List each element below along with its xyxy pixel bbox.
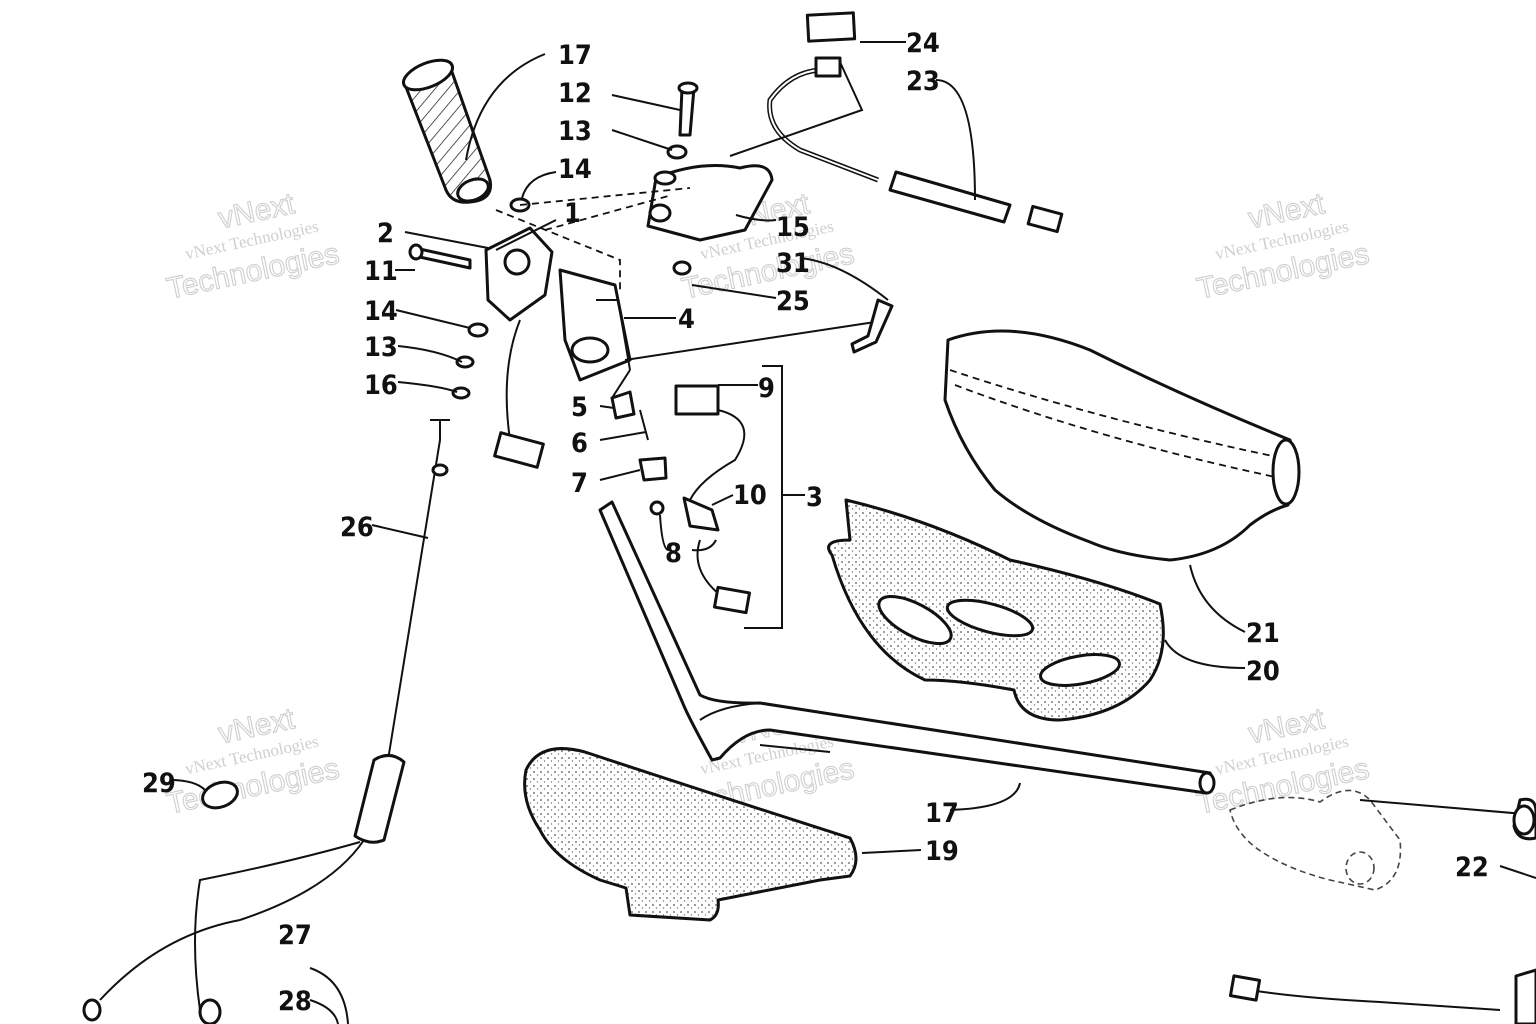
label-part-29: 29 bbox=[142, 768, 176, 799]
lever-bracket-drawing bbox=[646, 81, 774, 276]
assembly-bracket-drawing bbox=[744, 365, 783, 629]
label-part-1: 1 bbox=[564, 198, 581, 229]
label-part-16: 16 bbox=[364, 370, 398, 401]
label-part-15: 15 bbox=[776, 212, 810, 243]
label-part-2: 2 bbox=[377, 218, 394, 249]
label-part-31: 31 bbox=[776, 248, 810, 279]
label-part-11: 11 bbox=[364, 256, 398, 287]
label-part-20: 20 bbox=[1246, 656, 1280, 687]
right-housing-drawing bbox=[1228, 789, 1536, 1024]
label-part-14-bottom: 14 bbox=[364, 296, 398, 327]
label-part-8: 8 bbox=[665, 538, 682, 569]
part-drawings bbox=[82, 11, 1536, 1024]
label-part-3: 3 bbox=[806, 482, 823, 513]
label-part-5: 5 bbox=[571, 392, 588, 423]
label-part-28: 28 bbox=[278, 986, 312, 1017]
label-part-19: 19 bbox=[925, 836, 959, 867]
label-part-13-top: 13 bbox=[558, 116, 592, 147]
label-part-14-top: 14 bbox=[558, 154, 592, 185]
throttle-cable-drawing bbox=[82, 419, 450, 1024]
label-part-21: 21 bbox=[1246, 618, 1280, 649]
hose-clamp-drawing bbox=[201, 780, 239, 810]
label-part-7: 7 bbox=[571, 468, 588, 499]
pad-drawing bbox=[805, 11, 857, 43]
clip-drawing bbox=[850, 298, 894, 354]
label-part-6: 6 bbox=[571, 428, 588, 459]
label-part-10: 10 bbox=[733, 480, 767, 511]
part-labels: 17 12 13 14 1 2 11 14 13 16 5 6 7 8 4 9 … bbox=[142, 28, 1489, 1017]
grip-drawing bbox=[401, 58, 493, 204]
throttle-housing-drawing bbox=[408, 187, 876, 615]
label-part-9: 9 bbox=[758, 373, 775, 404]
label-part-23: 23 bbox=[906, 66, 940, 97]
label-part-26: 26 bbox=[340, 512, 374, 543]
label-part-22: 22 bbox=[1455, 852, 1489, 883]
handlebar-drawing bbox=[598, 500, 1216, 795]
label-part-24: 24 bbox=[906, 28, 940, 59]
leader-lines bbox=[169, 41, 1536, 879]
label-part-12: 12 bbox=[558, 78, 592, 109]
label-part-13-bottom: 13 bbox=[364, 332, 398, 363]
lower-pad-drawing bbox=[827, 498, 1165, 722]
label-part-17: 17 bbox=[925, 798, 959, 829]
crossbar-pad-drawing bbox=[523, 747, 858, 922]
harness-top-drawing bbox=[729, 56, 1064, 234]
label-part-18: 17 bbox=[558, 40, 592, 71]
label-part-27: 27 bbox=[278, 920, 312, 951]
label-part-4: 4 bbox=[678, 304, 695, 335]
label-part-25: 25 bbox=[776, 286, 810, 317]
handlebar-pad-drawing bbox=[943, 329, 1301, 562]
